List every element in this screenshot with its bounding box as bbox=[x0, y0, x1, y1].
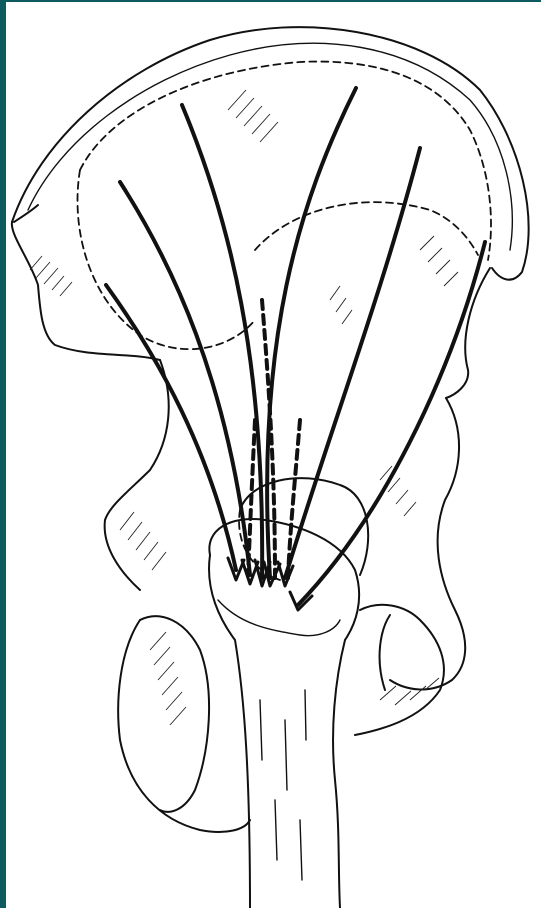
arrow-2 bbox=[120, 182, 250, 575]
arrow-1 bbox=[106, 285, 236, 570]
arrow-3 bbox=[182, 105, 262, 578]
obturator-region bbox=[118, 605, 444, 832]
shading-hatch bbox=[30, 90, 458, 725]
arrow-4 bbox=[267, 88, 356, 578]
ilium-outline bbox=[12, 27, 529, 398]
force-arrows bbox=[106, 88, 485, 610]
